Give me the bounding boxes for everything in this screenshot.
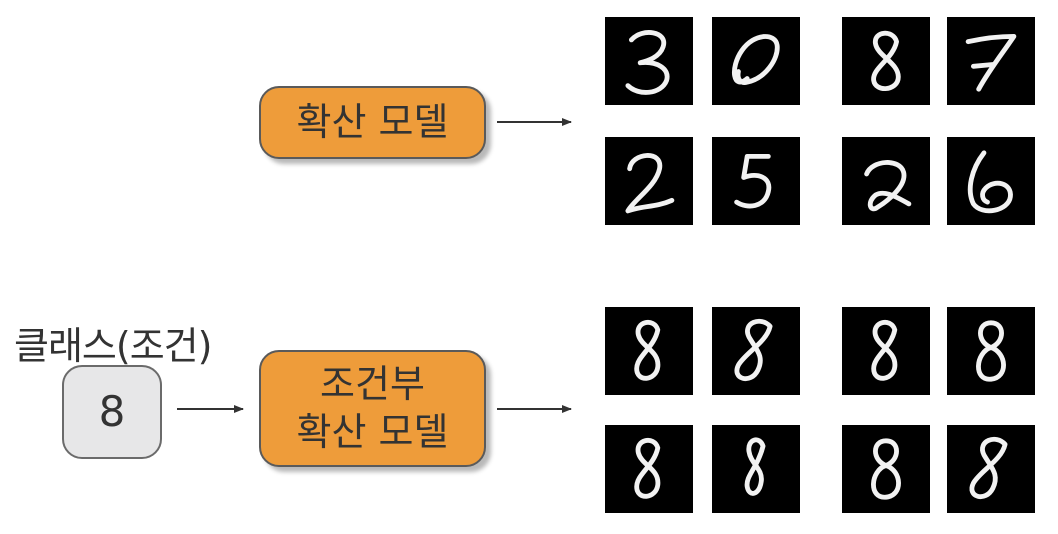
conditional-sample-tile-digit-8 — [947, 425, 1035, 513]
conditional-sample-tile-digit-8 — [712, 307, 800, 395]
condition-class-value: 8 — [98, 386, 126, 436]
bottom-output-arrow — [497, 405, 572, 413]
condition-caption: 클래스(조건) — [14, 324, 212, 368]
conditional-sample-tile-digit-8-digit — [744, 437, 766, 496]
sample-tile-digit-5-stroke — [734, 153, 772, 209]
sample-tile-digit-6 — [947, 137, 1035, 225]
conditional-sample-tile-digit-8-stroke — [634, 320, 661, 381]
sample-tile-digit-8-stroke — [871, 30, 901, 91]
conditional-sample-tile-digit-8-digit — [969, 436, 1008, 500]
sample-tile-digit-7-digit — [965, 33, 1017, 92]
conditional-sample-tile-digit-8-digit — [634, 320, 661, 381]
condition-class-box: 8 — [62, 365, 162, 459]
conditional-sample-tile-digit-8-stroke — [634, 438, 661, 499]
conditional-sample-tile-digit-8-stroke — [871, 320, 898, 381]
sample-tile-digit-6-digit — [967, 150, 1013, 214]
conditional-sample-tile-digit-8-stroke — [734, 318, 773, 382]
conditional-sample-tile-digit-8-stroke — [976, 320, 1006, 382]
sample-tile-digit-7-stroke — [965, 33, 1017, 92]
conditional-sample-tile-digit-8 — [842, 425, 930, 513]
conditional-sample-tile-digit-8-stroke — [744, 437, 766, 496]
diffusion-model-box: 확산 모델 — [259, 86, 486, 159]
sample-tile-digit-5-digit — [734, 153, 772, 209]
diffusion-model-label: 확산 모델 — [296, 99, 449, 144]
sample-tile-digit-0 — [712, 17, 800, 105]
top-output-arrow — [497, 118, 572, 126]
conditional-sample-tile-digit-8-stroke — [969, 436, 1008, 500]
conditional-sample-tile-digit-8 — [842, 307, 930, 395]
sample-tile-digit-8 — [842, 17, 930, 105]
sample-tile-digit-2-digit — [864, 160, 912, 212]
conditional-sample-tile-digit-8 — [947, 307, 1035, 395]
conditional-model-label-line-2: 확산 모델 — [296, 409, 449, 454]
sample-tile-digit-6-stroke — [967, 150, 1013, 214]
sample-tile-digit-0-digit — [732, 34, 780, 85]
sample-tile-digit-3 — [605, 17, 693, 105]
conditional-sample-tile-digit-8-digit — [634, 438, 661, 499]
conditional-sample-tile-digit-8-stroke — [871, 438, 901, 500]
conditional-sample-tile-digit-8-digit — [871, 320, 898, 381]
sample-tile-digit-3-stroke — [625, 30, 670, 95]
sample-tile-digit-0-stroke — [732, 34, 780, 85]
conditional-model-label-line-1: 조건부 — [320, 362, 425, 406]
conditional-sample-tile-digit-8-digit — [976, 320, 1006, 382]
conditional-sample-tile-digit-8-digit — [734, 318, 773, 382]
conditional-sample-tile-digit-8-digit — [871, 438, 901, 500]
sample-tile-digit-7 — [947, 17, 1035, 105]
conditional-sample-tile-digit-8 — [605, 307, 693, 395]
sample-tile-digit-2 — [605, 137, 693, 225]
sample-tile-digit-2-digit — [625, 153, 675, 214]
sample-tile-digit-2-stroke — [864, 160, 912, 212]
conditional-sample-tile-digit-8 — [712, 425, 800, 513]
sample-tile-digit-3-digit — [625, 30, 670, 95]
conditional-sample-tile-digit-8 — [605, 425, 693, 513]
sample-tile-digit-8-digit — [871, 30, 901, 91]
condition-input-arrow — [177, 405, 244, 413]
sample-tile-digit-2-stroke — [625, 153, 675, 214]
sample-tile-digit-7-stroke — [970, 62, 996, 69]
sample-tile-digit-2 — [842, 137, 930, 225]
conditional-diffusion-model-box: 조건부 확산 모델 — [259, 350, 486, 467]
sample-tile-digit-5 — [712, 137, 800, 225]
